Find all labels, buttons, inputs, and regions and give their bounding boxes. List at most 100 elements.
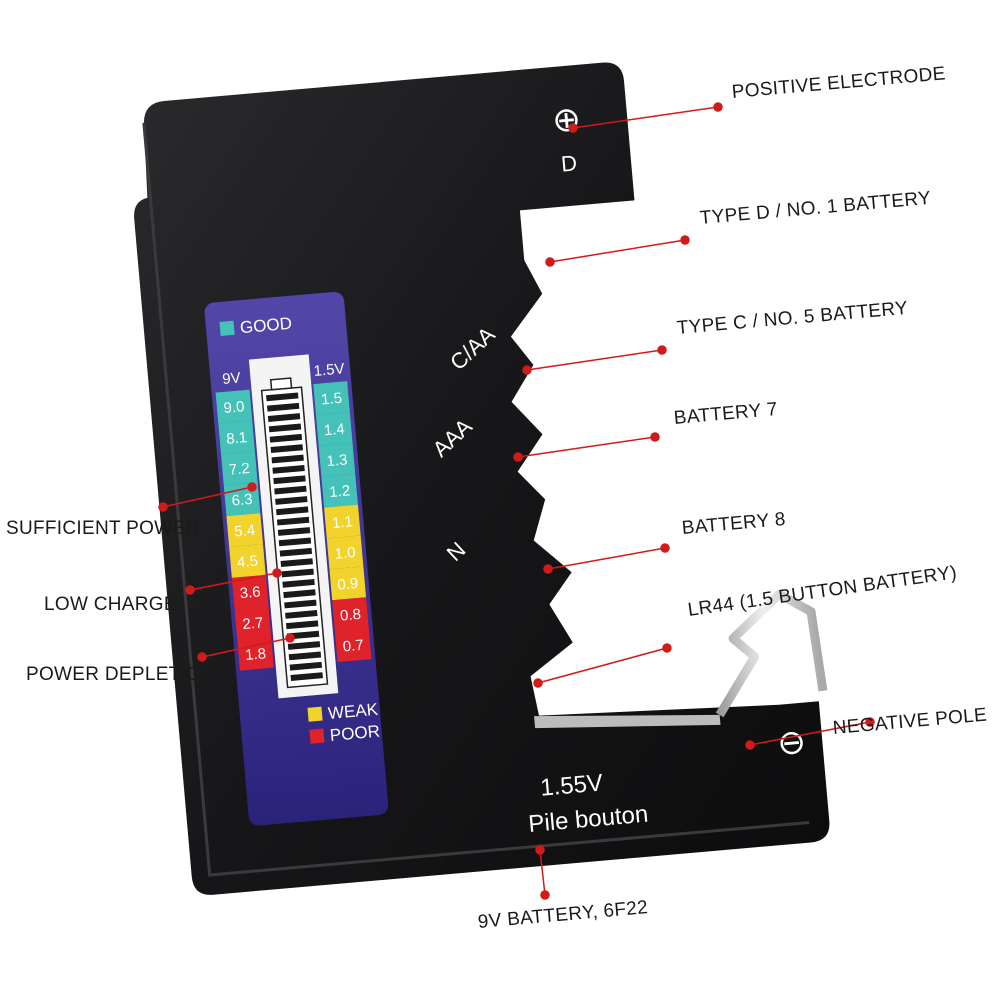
right_scale-value: 1.0 bbox=[334, 544, 356, 563]
leader-dot bbox=[657, 345, 667, 355]
leader-dot bbox=[713, 102, 723, 112]
right_scale-value: 1.2 bbox=[329, 482, 351, 501]
right_scale-cell bbox=[318, 442, 356, 477]
gauge-segment bbox=[266, 392, 299, 402]
right_scale-value: 0.9 bbox=[337, 575, 359, 594]
leader-dot bbox=[568, 123, 578, 133]
leader-dot bbox=[662, 643, 672, 653]
left_scale-value: 6.3 bbox=[231, 491, 253, 510]
callout-low-charge: LOW CHARGE bbox=[44, 594, 177, 615]
leader-sufficient-power bbox=[162, 486, 253, 508]
gauge-segment bbox=[283, 589, 316, 599]
leader-dot bbox=[247, 482, 257, 492]
leader-dot bbox=[680, 235, 690, 245]
leader-9v bbox=[539, 849, 546, 896]
positive-symbol: ⊕ bbox=[551, 99, 583, 141]
right_scale-cell bbox=[326, 535, 364, 570]
leader-dot bbox=[545, 257, 555, 267]
leader-dot bbox=[197, 652, 207, 662]
left_scale-value: 7.2 bbox=[228, 460, 250, 479]
leader-positive-electrode bbox=[572, 106, 719, 129]
gauge-segment bbox=[276, 516, 310, 526]
left_scale-value: 1.8 bbox=[244, 645, 266, 664]
leader-dot bbox=[540, 890, 550, 900]
gauge-segment bbox=[285, 610, 318, 619]
leader-dot bbox=[158, 502, 168, 512]
leader-negative-pole bbox=[749, 721, 871, 746]
left_scale-value: 4.5 bbox=[236, 553, 258, 572]
weak-legend-label: WEAK bbox=[327, 700, 379, 723]
right_scale-value: 1.4 bbox=[323, 421, 345, 440]
callout-leaders bbox=[158, 102, 875, 900]
gauge-segment bbox=[267, 413, 301, 422]
bottom-voltage-text: 1.55V bbox=[539, 769, 604, 801]
leader-dot bbox=[650, 432, 660, 442]
left_scale-cell bbox=[218, 420, 255, 455]
right_scale-cell bbox=[324, 504, 361, 539]
weak-legend-swatch bbox=[307, 706, 323, 722]
meter-display: GOOD9V9.08.17.26.35.44.53.62.71.81.5V1.5… bbox=[215, 314, 381, 745]
right_scale-cell bbox=[321, 473, 358, 508]
gauge-segment bbox=[277, 527, 311, 536]
good-legend-swatch bbox=[219, 320, 235, 336]
leader-dot bbox=[865, 717, 875, 727]
right_scale-header: 1.5V bbox=[313, 360, 345, 380]
leader-dot bbox=[522, 365, 532, 375]
gauge-segment bbox=[284, 599, 317, 609]
right_scale-value: 1.3 bbox=[326, 451, 348, 470]
right_scale-cell bbox=[313, 381, 350, 415]
gauge-segment bbox=[274, 485, 307, 495]
gauge-segment bbox=[272, 464, 305, 474]
gauge-segment bbox=[286, 630, 320, 640]
gauge-segment bbox=[271, 454, 304, 464]
left_scale-cell bbox=[237, 636, 274, 671]
right_scale-value: 1.1 bbox=[331, 513, 353, 532]
left_scale-cell bbox=[229, 544, 266, 578]
leader-battery-8 bbox=[547, 547, 666, 570]
leader-dot bbox=[533, 678, 543, 688]
left_scale-value: 8.1 bbox=[226, 429, 248, 448]
gauge-segment bbox=[275, 496, 308, 505]
right_scale-value: 0.8 bbox=[339, 606, 361, 625]
callout-power-depletion: POWER DEPLETION bbox=[26, 664, 216, 685]
right_scale-cell bbox=[315, 412, 353, 446]
negative-symbol: ⊖ bbox=[776, 722, 808, 764]
callout-sufficient-power: SUFFICIENT POWER bbox=[6, 518, 200, 539]
leader-low-charge bbox=[189, 572, 278, 591]
gauge-segment bbox=[290, 672, 323, 681]
gauge-segment bbox=[279, 547, 313, 557]
gauge-segment bbox=[281, 568, 314, 578]
gauge-segment bbox=[288, 651, 322, 661]
left_scale-value: 9.0 bbox=[223, 398, 245, 417]
gauge-segment bbox=[268, 423, 302, 433]
gauge-segment bbox=[285, 620, 319, 630]
leader-dot bbox=[535, 845, 545, 855]
left_scale-cell bbox=[221, 451, 258, 486]
good-legend-label: GOOD bbox=[239, 314, 292, 337]
leader-dot bbox=[513, 452, 523, 462]
leader-dot bbox=[272, 568, 282, 578]
leader-dot bbox=[543, 564, 553, 574]
left_scale-cell bbox=[226, 513, 264, 548]
leader-power-depletion bbox=[201, 637, 291, 658]
gauge-segment bbox=[282, 578, 315, 588]
poor-legend-label: POOR bbox=[329, 722, 381, 745]
device-rim bbox=[142, 122, 810, 877]
gauge-segment bbox=[273, 475, 306, 485]
right_scale-value: 0.7 bbox=[342, 637, 364, 656]
left_scale-value: 5.4 bbox=[234, 522, 256, 541]
gauge-segment bbox=[270, 444, 303, 454]
leader-dot bbox=[745, 740, 755, 750]
leader-type-c bbox=[526, 349, 663, 371]
gauge-segment bbox=[276, 506, 309, 516]
left_scale-header: 9V bbox=[222, 369, 242, 388]
gauge-segment bbox=[280, 558, 313, 567]
left_scale-cell bbox=[231, 574, 269, 609]
right_scale-cell bbox=[329, 566, 367, 601]
negative-contact-spring bbox=[715, 589, 828, 718]
gauge-segment bbox=[289, 661, 323, 671]
left_scale-cell bbox=[234, 605, 272, 640]
leader-dot bbox=[660, 543, 670, 553]
left_scale-cell bbox=[215, 389, 253, 424]
